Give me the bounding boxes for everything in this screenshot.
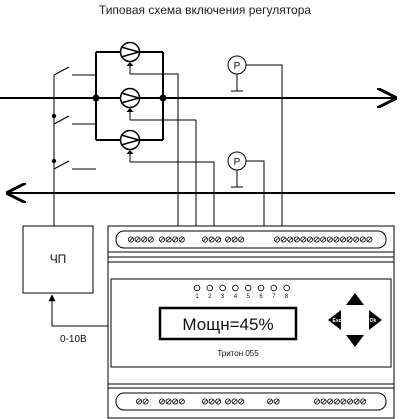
terminal-screw bbox=[339, 236, 346, 243]
terminal-screw bbox=[224, 236, 231, 243]
pump-icon bbox=[119, 41, 142, 74]
terminal-screw bbox=[313, 398, 320, 405]
terminal-screw bbox=[313, 236, 320, 243]
terminal-screw bbox=[359, 236, 366, 243]
terminal-screw bbox=[201, 236, 208, 243]
terminal-screw bbox=[142, 398, 149, 405]
terminal-screw bbox=[353, 398, 360, 405]
status-led-label: 2 bbox=[208, 294, 212, 300]
terminal-screw bbox=[327, 398, 334, 405]
terminal-screw bbox=[158, 398, 165, 405]
terminal-screw bbox=[215, 236, 222, 243]
status-led-row: 1 2 3 4 5 6 7 8 bbox=[193, 284, 290, 300]
terminal-screw bbox=[280, 236, 287, 243]
frequency-converter: ЧП bbox=[22, 225, 94, 294]
contactor-switches bbox=[51, 66, 96, 226]
display-text: Мощн=45% bbox=[182, 315, 273, 334]
terminal-screw bbox=[273, 398, 280, 405]
controller-model-label: Тритон 055 bbox=[217, 349, 259, 358]
terminal-screw bbox=[346, 398, 353, 405]
terminal-screw bbox=[178, 236, 185, 243]
pump-icon bbox=[119, 129, 142, 162]
terminal-screw bbox=[293, 236, 300, 243]
terminal-screw bbox=[231, 236, 238, 243]
terminal-screw bbox=[340, 398, 347, 405]
status-led-label: 3 bbox=[221, 294, 225, 300]
controller-display: Мощн=45% bbox=[158, 306, 298, 341]
terminal-screw bbox=[134, 236, 141, 243]
terminal-screw bbox=[135, 398, 142, 405]
controller-keypad: Esc Ok bbox=[328, 293, 382, 347]
terminal-screw bbox=[320, 236, 327, 243]
terminal-screw bbox=[333, 236, 340, 243]
terminal-screw bbox=[224, 398, 231, 405]
pump-control-wires bbox=[130, 73, 215, 228]
terminal-screw bbox=[266, 398, 273, 405]
pressure-sensor-supply: P bbox=[227, 55, 283, 228]
ok-button-label: Ok bbox=[370, 318, 377, 324]
terminal-screw bbox=[346, 236, 353, 243]
terminal-screw bbox=[300, 236, 307, 243]
status-led: 1 bbox=[193, 284, 201, 300]
status-led-label: 4 bbox=[234, 294, 238, 300]
pressure-sensor-label: P bbox=[234, 61, 241, 72]
terminal-screw bbox=[208, 398, 215, 405]
pressure-sensor-label: P bbox=[234, 157, 241, 168]
terminal-screw bbox=[273, 236, 280, 243]
terminal-screw bbox=[238, 236, 245, 243]
terminal-block-bottom bbox=[135, 398, 367, 405]
terminal-block-top bbox=[127, 236, 373, 243]
vfd-label: ЧП bbox=[50, 252, 67, 266]
terminal-screw bbox=[360, 398, 367, 405]
terminal-screw bbox=[158, 236, 165, 243]
terminal-screw bbox=[306, 236, 313, 243]
pump-icon bbox=[119, 87, 142, 120]
terminal-screw bbox=[231, 398, 238, 405]
terminal-screw bbox=[141, 236, 148, 243]
terminal-screw bbox=[238, 398, 245, 405]
esc-button-label: Esc bbox=[333, 318, 342, 324]
status-led: 8 bbox=[283, 284, 290, 300]
status-led: 2 bbox=[206, 284, 213, 300]
diagram-title: Типовая схема включения регулятора bbox=[99, 3, 311, 17]
status-led-label: 1 bbox=[195, 294, 199, 300]
control-signal-wire: 0-10В bbox=[48, 294, 108, 345]
terminal-screw bbox=[127, 236, 134, 243]
status-led-label: 8 bbox=[285, 294, 289, 300]
terminal-screw bbox=[215, 398, 222, 405]
control-signal-label: 0-10В bbox=[60, 334, 87, 345]
terminal-screw bbox=[333, 398, 340, 405]
esc-button[interactable]: Esc bbox=[328, 310, 342, 330]
terminal-screw bbox=[201, 398, 208, 405]
controller-housing bbox=[107, 225, 395, 419]
terminal-screw bbox=[178, 398, 185, 405]
terminal-screw bbox=[165, 236, 172, 243]
pressure-sensor-return: P bbox=[227, 151, 265, 228]
status-led: 4 bbox=[232, 284, 239, 300]
up-arrow-button[interactable] bbox=[346, 293, 364, 305]
terminal-screw bbox=[172, 398, 179, 405]
down-arrow-button[interactable] bbox=[346, 335, 364, 347]
status-led: 6 bbox=[257, 284, 265, 300]
terminal-screw bbox=[366, 236, 373, 243]
terminal-screw bbox=[172, 236, 179, 243]
terminal-screw bbox=[287, 236, 294, 243]
terminal-screw bbox=[320, 398, 327, 405]
status-led: 7 bbox=[270, 284, 277, 300]
status-led-label: 6 bbox=[259, 294, 263, 300]
status-led: 3 bbox=[219, 284, 226, 300]
ok-button[interactable]: Ok bbox=[369, 310, 382, 330]
terminal-screw bbox=[353, 236, 360, 243]
terminal-screw bbox=[208, 236, 215, 243]
terminal-screw bbox=[326, 236, 333, 243]
status-led-label: 5 bbox=[247, 294, 251, 300]
status-led-label: 7 bbox=[272, 294, 276, 300]
status-led: 5 bbox=[244, 284, 252, 300]
terminal-screw bbox=[165, 398, 172, 405]
terminal-screw bbox=[147, 236, 154, 243]
